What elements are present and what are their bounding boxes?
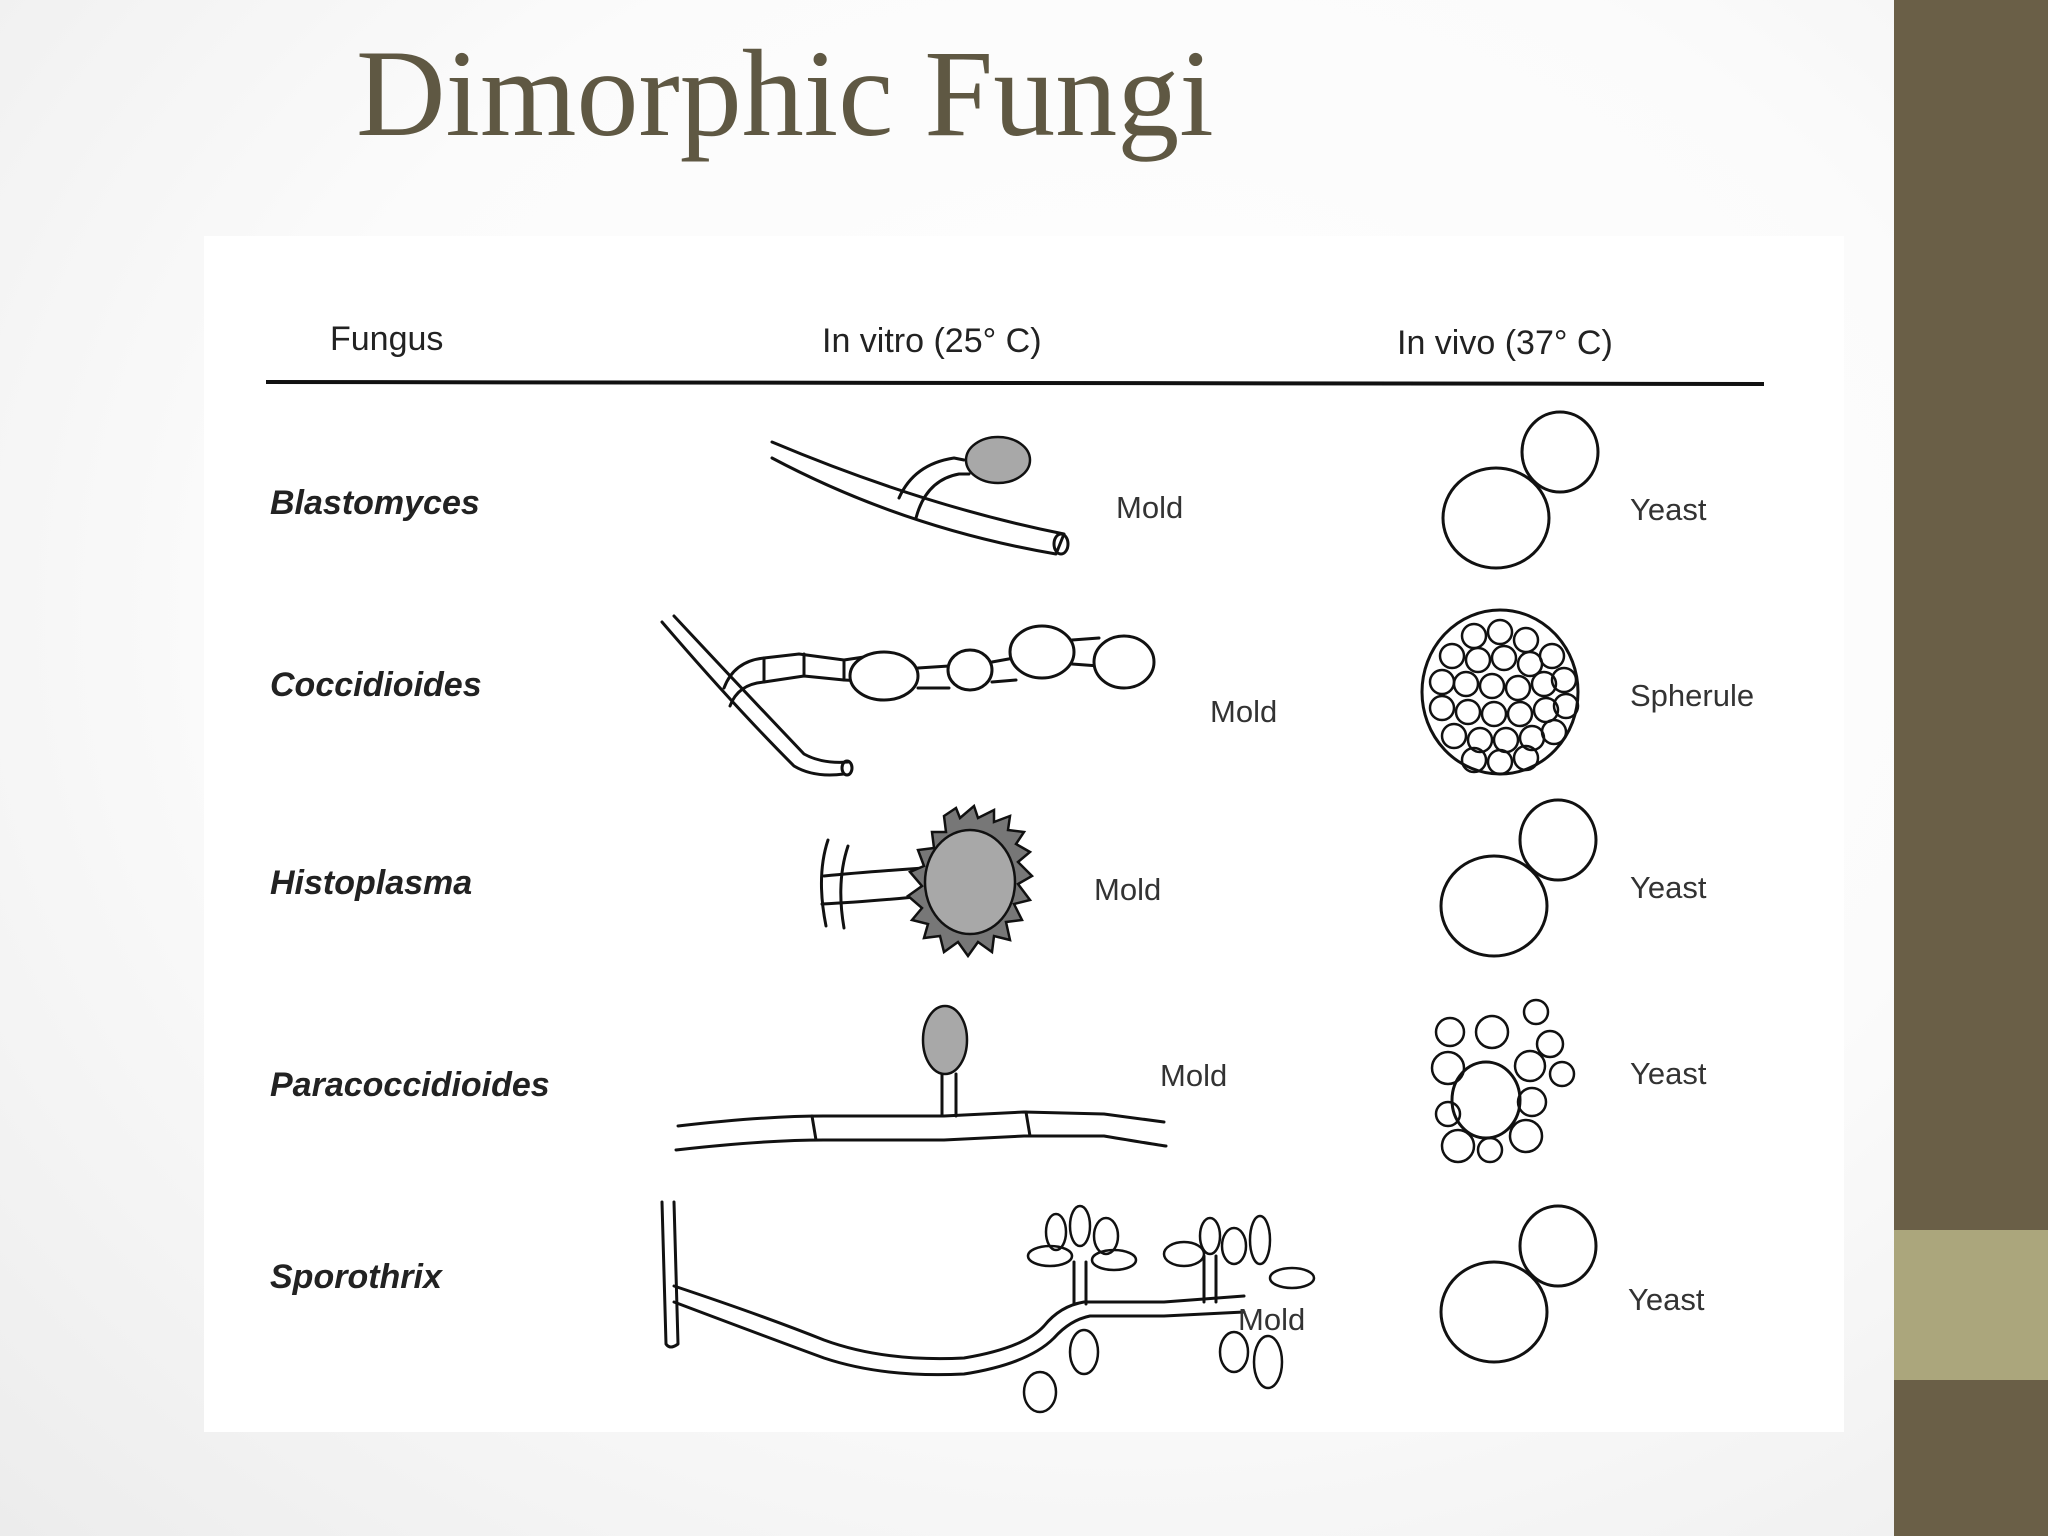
sporothrix-yeast-drawing bbox=[1439, 1204, 1598, 1364]
paracoccidioides-mold-drawing bbox=[674, 1004, 1168, 1152]
in-vivo-form-sporothrix: Yeast bbox=[1628, 1282, 1705, 1317]
fungus-name-paracoccidioides: Paracoccidioides bbox=[270, 1066, 550, 1104]
histoplasma-mold-drawing bbox=[820, 803, 1035, 959]
fungus-name-coccidioides: Coccidioides bbox=[270, 666, 482, 704]
in-vivo-form-blastomyces: Yeast bbox=[1630, 492, 1707, 527]
in-vitro-form-histoplasma: Mold bbox=[1094, 872, 1161, 907]
slide-title: Dimorphic Fungi bbox=[356, 25, 1214, 162]
dimorphism-diagram: Fungus In vitro (25° C) In vivo (37° C) … bbox=[265, 320, 1765, 1414]
in-vitro-form-paracoccidioides: Mold bbox=[1160, 1058, 1227, 1093]
coccidioides-mold-drawing bbox=[660, 614, 1156, 777]
in-vivo-form-paracoccidioides: Yeast bbox=[1630, 1056, 1707, 1091]
header-in-vitro: In vitro (25° C) bbox=[822, 322, 1042, 360]
fungus-name-histoplasma: Histoplasma bbox=[270, 864, 472, 902]
side-accent bbox=[1894, 1230, 2048, 1380]
fungus-name-sporothrix: Sporothrix bbox=[270, 1258, 444, 1296]
fungus-name-blastomyces: Blastomyces bbox=[270, 484, 480, 522]
in-vitro-form-sporothrix: Mold bbox=[1238, 1302, 1305, 1337]
header-fungus: Fungus bbox=[330, 320, 443, 358]
blastomyces-yeast-drawing bbox=[1441, 410, 1600, 570]
in-vitro-form-coccidioides: Mold bbox=[1210, 694, 1277, 729]
dimorphism-figure: Fungus In vitro (25° C) In vivo (37° C) … bbox=[204, 236, 1844, 1432]
header-in-vivo: In vivo (37° C) bbox=[1397, 324, 1613, 362]
paracoccidioides-yeast-drawing bbox=[1430, 998, 1576, 1164]
blastomyces-mold-drawing bbox=[770, 435, 1070, 556]
header-rule bbox=[265, 380, 1765, 386]
in-vivo-form-coccidioides: Spherule bbox=[1630, 678, 1754, 713]
in-vitro-form-blastomyces: Mold bbox=[1116, 490, 1183, 525]
coccidioides-spherule-drawing bbox=[1420, 608, 1580, 776]
sporothrix-mold-drawing bbox=[660, 1200, 1316, 1414]
histoplasma-yeast-drawing bbox=[1439, 798, 1598, 958]
in-vivo-form-histoplasma: Yeast bbox=[1630, 870, 1707, 905]
